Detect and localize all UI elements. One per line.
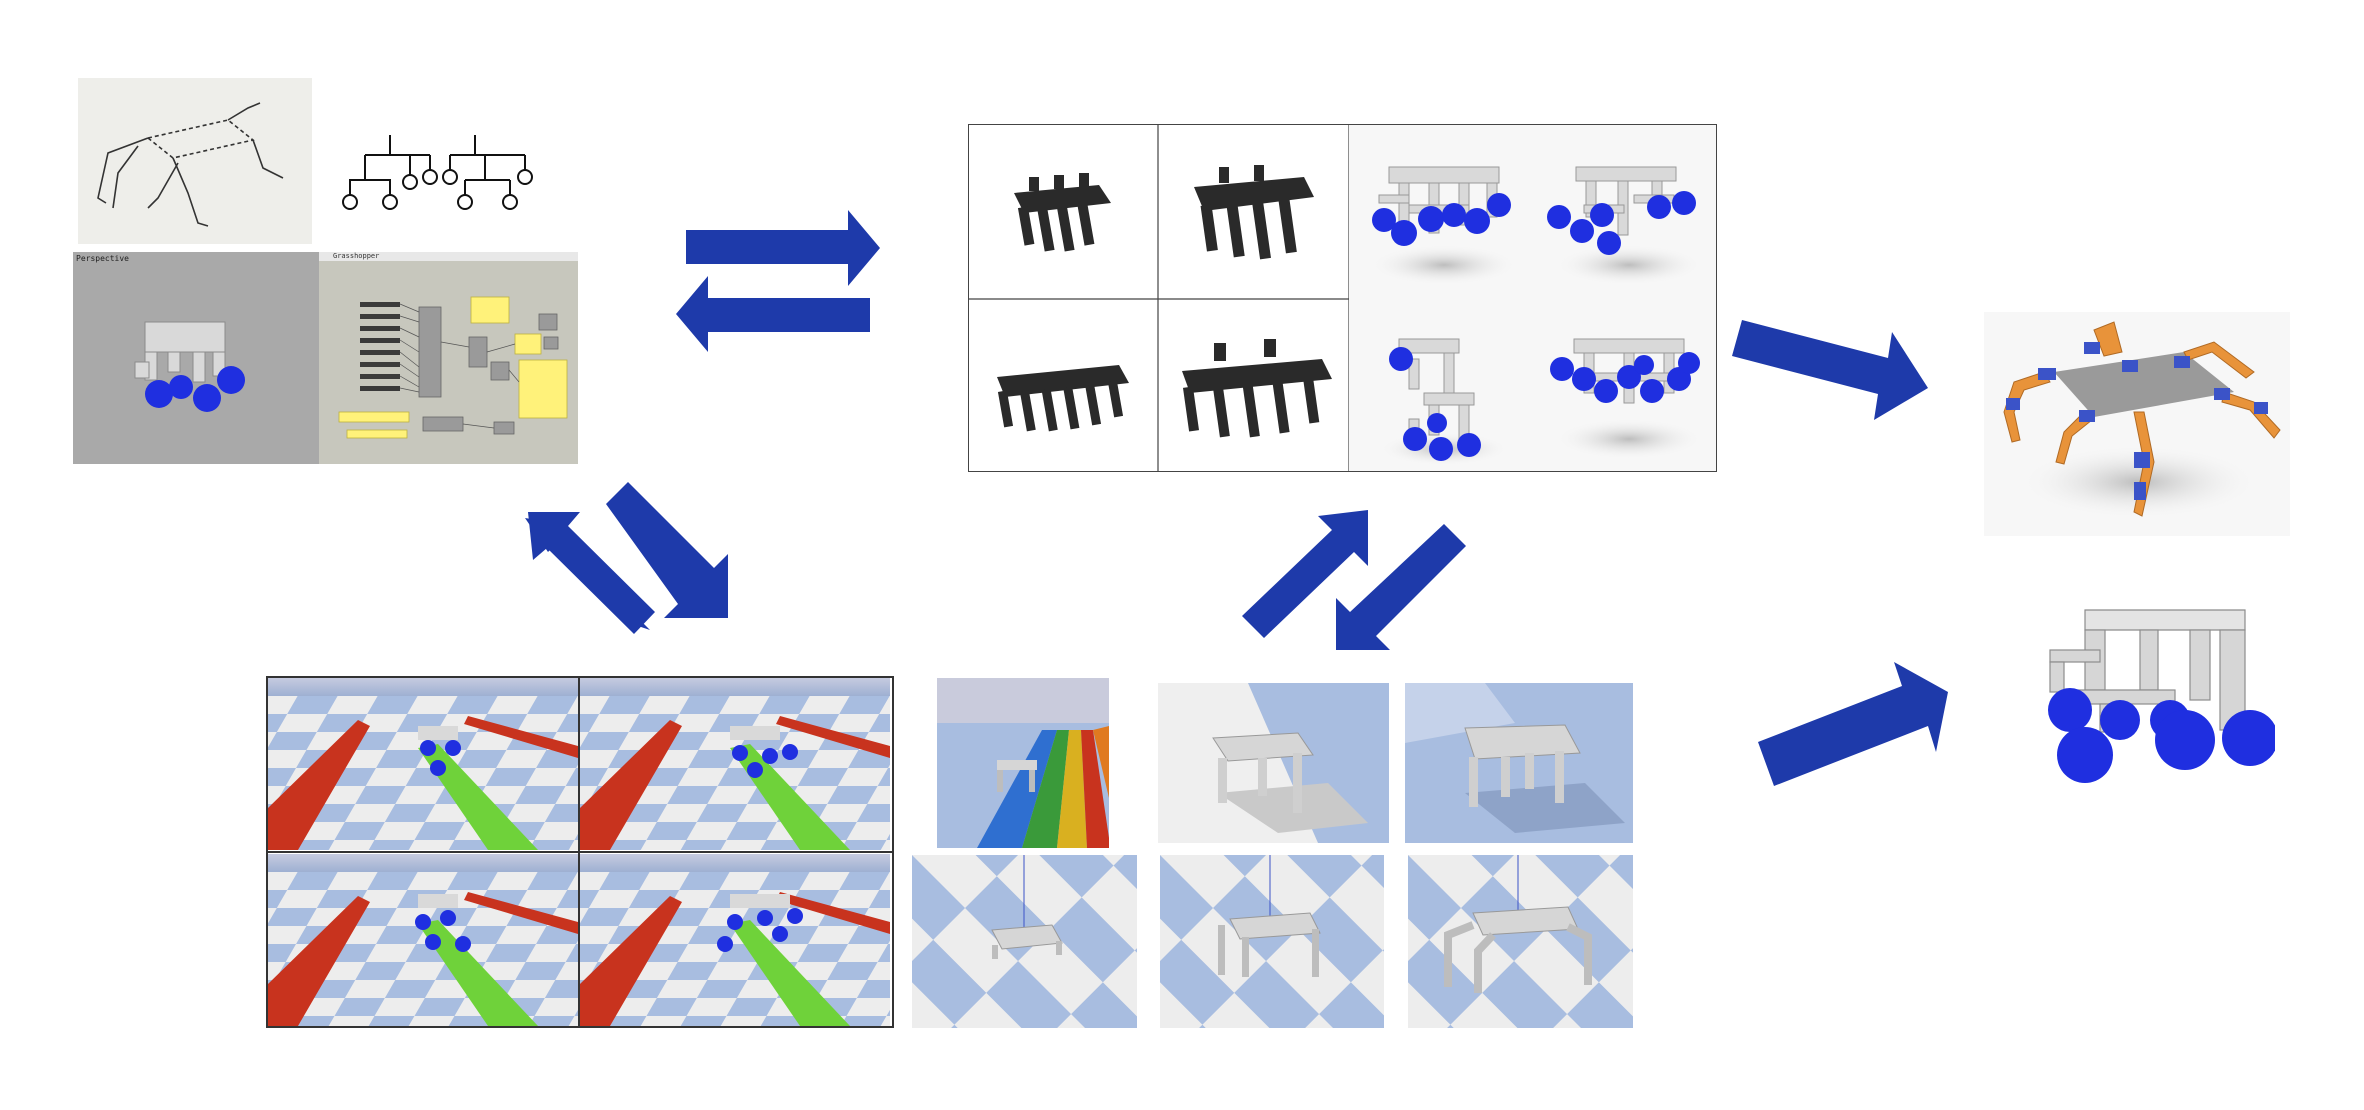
design-variants-grid <box>968 124 1717 472</box>
checker-scene-1 <box>912 855 1137 1028</box>
tree-diagram <box>335 125 545 215</box>
design-viewport: Perspective <box>73 252 319 464</box>
viewport-label: Perspective <box>76 254 129 263</box>
arrow-right-icon <box>686 210 880 286</box>
wheeled-robot-icon <box>2030 590 2275 790</box>
grasshopper-canvas: Grasshopper <box>319 252 578 464</box>
checker-scene-3 <box>1408 855 1633 1028</box>
arrow-right-icon <box>1758 662 1948 786</box>
arrow-diagonal-icon <box>606 482 728 618</box>
arrow-diagonal-icon <box>528 512 655 634</box>
arrow-left-icon <box>676 276 870 352</box>
arrow-diagonal-icon <box>1336 524 1466 650</box>
sketch-drawing <box>78 78 312 244</box>
legged-robot-icon <box>1984 312 2290 536</box>
track-simulation-grid <box>266 676 894 1028</box>
rainbow-lane-scene <box>937 678 1109 848</box>
arrow-right-icon <box>1732 320 1928 420</box>
shadow-scene-1 <box>1158 683 1389 843</box>
arrow-diagonal-icon <box>1242 510 1368 638</box>
shadow-scene-2 <box>1405 683 1633 843</box>
canvas-label: Grasshopper <box>333 252 380 260</box>
checker-scene-2 <box>1160 855 1384 1028</box>
